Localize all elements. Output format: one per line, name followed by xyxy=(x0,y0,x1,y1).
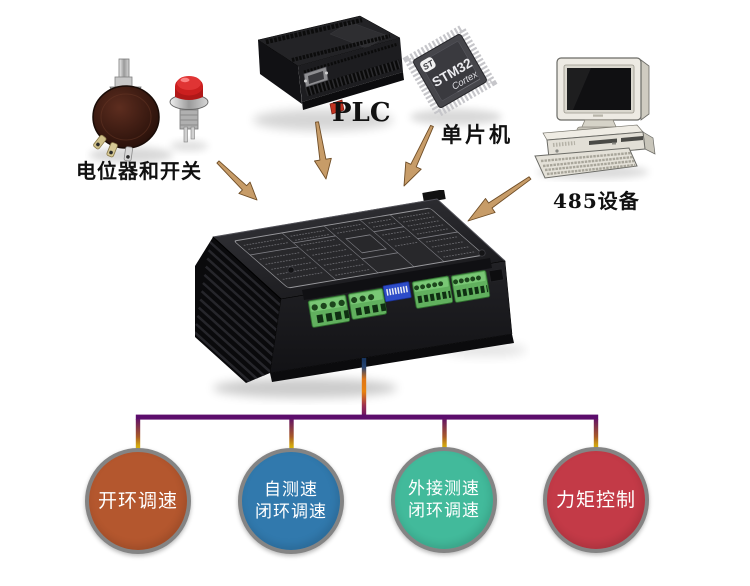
driver-rear-connector xyxy=(422,190,446,203)
mode-circle-open-loop-speed: 开环调速 xyxy=(85,448,191,554)
plc-vent-band xyxy=(304,59,402,97)
aux-connector xyxy=(488,268,505,283)
label-485-device: 485设备 xyxy=(553,189,640,213)
terminal-block-4 xyxy=(450,270,491,303)
floppy-drive-slot-2 xyxy=(621,136,643,142)
mode-label-line: 外接测速 xyxy=(408,478,480,499)
stm32-chip-illustration: ST STM32 Cortex xyxy=(402,23,502,125)
button-shadow xyxy=(170,141,208,151)
driver-screw-right xyxy=(478,249,486,257)
driver-screw-left xyxy=(287,266,295,274)
heatsink xyxy=(195,237,281,383)
plc-left-face xyxy=(258,40,302,104)
label-potentiometer-switch: 电位器和开关 xyxy=(76,159,202,183)
arrow-from-plc xyxy=(314,121,332,180)
mode-label-line: 力矩控制 xyxy=(555,488,636,511)
plc-terminal-row xyxy=(265,17,363,45)
arrow-from-potentiometer xyxy=(216,160,258,201)
mode-label-line: 闭环调速 xyxy=(255,502,327,522)
computer-shadow xyxy=(537,165,649,179)
floppy-drive-slot xyxy=(589,138,617,145)
plc-front-face xyxy=(298,38,403,102)
arrow-from-485 xyxy=(467,176,532,222)
terminal-recess xyxy=(302,258,492,300)
driver-top-face xyxy=(212,198,506,300)
terminal-block-3 xyxy=(411,275,454,309)
arrow-from-mcu xyxy=(403,124,434,187)
chip-name-text: STM32 xyxy=(430,55,475,90)
keyboard xyxy=(534,147,638,179)
label-mcu: 单片机 xyxy=(441,122,513,147)
crt-monitor xyxy=(556,57,650,135)
chip-microtext-line xyxy=(457,78,481,93)
plc-vent-ribs xyxy=(304,59,402,97)
driver-shadow xyxy=(213,378,397,398)
plc-top-panel xyxy=(329,21,389,49)
mode-circle-torque-control: 力矩控制 xyxy=(543,447,649,553)
pot-nut xyxy=(109,86,142,97)
pot-bushing xyxy=(114,76,133,90)
terminal-block-2 xyxy=(347,288,387,320)
mode-circle-self-feedback-closed-loop: 自测速 闭环调速 xyxy=(238,448,344,554)
push-button xyxy=(169,76,209,143)
st-logo-text: ST xyxy=(421,58,436,72)
pot-body xyxy=(92,85,160,149)
dip-switch xyxy=(382,281,412,303)
chip-core-text: Cortex xyxy=(450,68,481,92)
terminal-block-1 xyxy=(307,294,351,328)
chip-body-inner xyxy=(420,41,480,101)
plc-terminal-row-2 xyxy=(291,34,391,62)
connector-trunk xyxy=(135,414,599,420)
mode-label-line: 闭环调速 xyxy=(408,501,480,521)
driver-label-plate xyxy=(234,207,484,289)
label-plc: PLC xyxy=(332,98,391,128)
motor-driver-illustration xyxy=(195,190,527,398)
connector-stem xyxy=(361,358,367,418)
pot-body-ring xyxy=(100,93,152,141)
st-logo: ST xyxy=(420,57,436,73)
chip-pins xyxy=(402,23,498,119)
chip-body xyxy=(413,34,487,108)
plc-top-face xyxy=(257,15,401,67)
mode-circle-external-feedback-closed-loop: 外接测速 闭环调速 xyxy=(391,447,497,553)
monitor-screen xyxy=(567,68,631,110)
driver-base-lip xyxy=(270,334,514,382)
mode-label-line: 自测速 xyxy=(264,479,318,500)
mode-label-line: 开环调速 xyxy=(97,489,178,512)
driver-front-face xyxy=(269,260,513,374)
desktop-case xyxy=(542,124,656,159)
pot-shaft xyxy=(118,58,130,84)
driver-shadow-right xyxy=(443,343,527,357)
computer-485-illustration xyxy=(534,57,656,179)
plc-slot-row xyxy=(303,42,399,74)
plc-db9-connector xyxy=(303,66,329,88)
